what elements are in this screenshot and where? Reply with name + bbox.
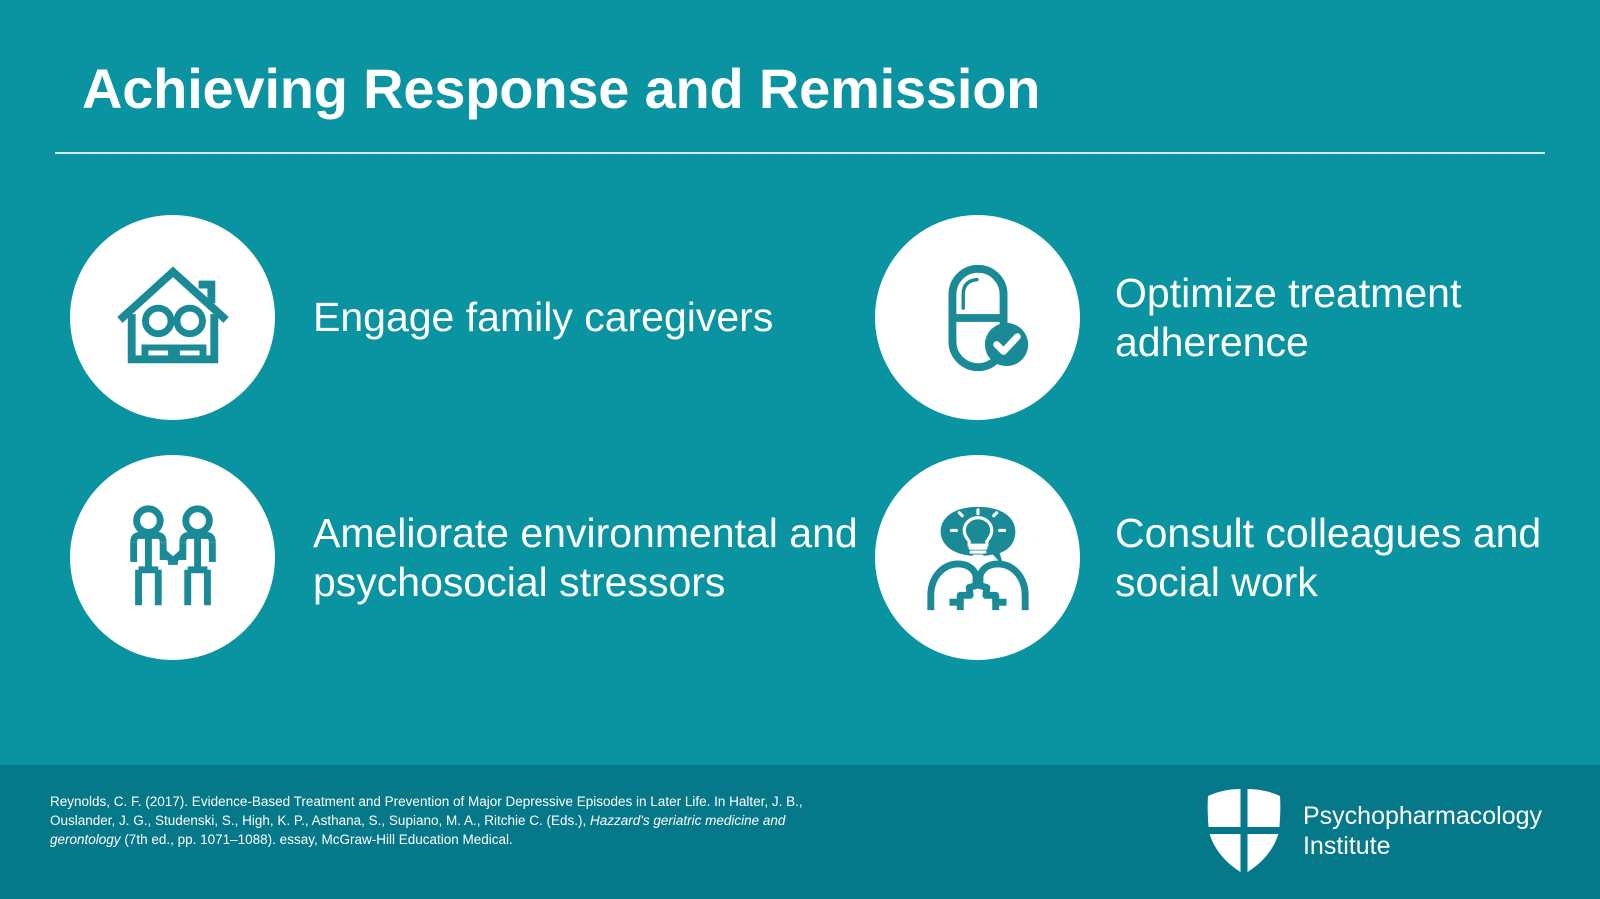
footer-bar: Reynolds, C. F. (2017). Evidence-Based T… [0, 765, 1600, 899]
item-label: Consult colleagues and social work [1115, 510, 1542, 605]
item-label: Ameliorate environmental and psychosocia… [313, 510, 858, 605]
icon-circle [70, 215, 275, 420]
page-title: Achieving Response and Remission [82, 57, 1041, 120]
title-block: Achieving Response and Remission [0, 57, 1600, 160]
item-ameliorate-stressors: Ameliorate environmental and psychosocia… [70, 455, 870, 660]
pill-check-icon [948, 264, 1028, 371]
icon-circle [875, 215, 1080, 420]
citation-italic-title: Hazzard's geriatric medicine and geronto… [50, 813, 786, 848]
brand-name-line2: Institute [1302, 832, 1391, 860]
brand-name-line1: Psychopharmacology [1302, 802, 1542, 830]
items-grid: Engage family caregivers Optimize treatm… [0, 200, 1600, 700]
house-family-icon [116, 265, 229, 363]
icon-circle [70, 455, 275, 660]
title-divider [55, 152, 1545, 154]
heads-lightbulb-icon [926, 506, 1029, 610]
item-consult-colleagues: Consult colleagues and social work [875, 455, 1555, 660]
citation-part-1: Reynolds, C. F. (2017). Evidence-Based T… [50, 794, 803, 829]
item-label: Engage family caregivers [313, 294, 774, 341]
item-engage-family-caregivers: Engage family caregivers [70, 215, 850, 420]
icon-circle [875, 455, 1080, 660]
shield-logo-icon [1207, 789, 1281, 872]
item-optimize-treatment-adherence: Optimize treatment adherence [875, 215, 1555, 420]
item-label: Optimize treatment adherence [1115, 270, 1462, 365]
citation-text: Reynolds, C. F. (2017). Evidence-Based T… [50, 792, 810, 849]
citation-part-2: (7th ed., pp. 1071–1088). essay, McGraw-… [120, 832, 513, 848]
handshake-people-icon [129, 504, 216, 605]
